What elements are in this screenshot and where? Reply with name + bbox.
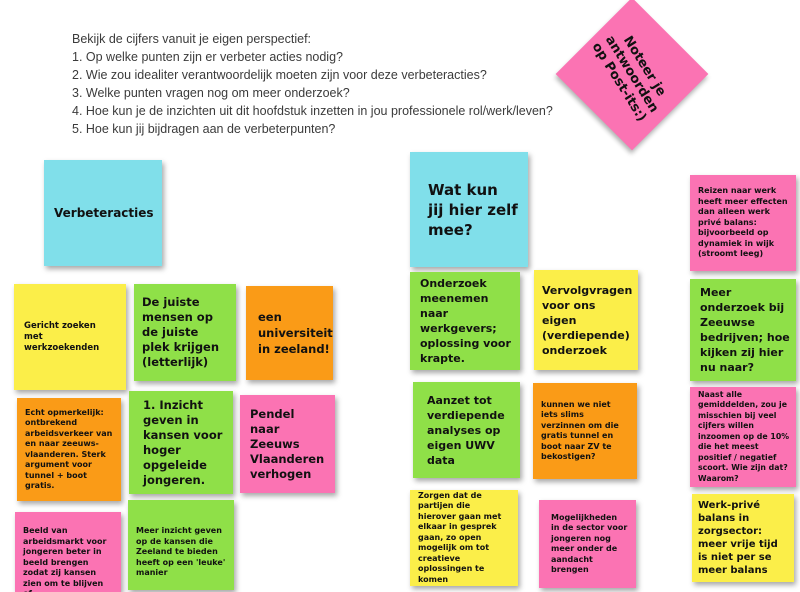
sticky-note-text: Gericht zoeken met werkzoekenden bbox=[24, 320, 100, 353]
sticky-note-text: Echt opmerkelijk: ontbrekend arbeidsverk… bbox=[25, 407, 113, 491]
question-2: 2. Wie zou idealiter verantwoordelijk mo… bbox=[72, 68, 487, 82]
sticky-note[interactable]: 1. Inzicht geven in kansen voor hoger op… bbox=[129, 391, 233, 494]
sticky-note[interactable]: Werk-privé balans in zorgsector: meer vr… bbox=[692, 494, 794, 582]
sticky-note[interactable]: Mogelijkheden in de sector voor jongeren… bbox=[539, 500, 636, 588]
sticky-note-text: Vervolgvragen voor ons eigen (verdiepend… bbox=[542, 283, 633, 357]
sticky-note[interactable]: een universiteit in zeeland! bbox=[246, 286, 333, 380]
sticky-note[interactable]: Onderzoek meenemen naar werkgevers; oplo… bbox=[410, 272, 520, 370]
sticky-note-text: Zorgen dat de partijen die hierover gaan… bbox=[418, 490, 502, 584]
sticky-note[interactable]: Zorgen dat de partijen die hierover gaan… bbox=[410, 490, 518, 586]
sticky-note[interactable]: Vervolgvragen voor ons eigen (verdiepend… bbox=[534, 270, 638, 370]
instructions: Bekijk de cijfers vanuit je eigen perspe… bbox=[72, 30, 553, 138]
sticky-note-text: De juiste mensen op de juiste plek krijg… bbox=[142, 295, 220, 369]
sticky-note[interactable]: Echt opmerkelijk: ontbrekend arbeidsverk… bbox=[17, 398, 121, 501]
sticky-note-text: 1. Inzicht geven in kansen voor hoger op… bbox=[143, 397, 223, 487]
rotated-sticky-note-text: Noteer je antwoorden op Post-its:) bbox=[589, 32, 670, 125]
sticky-note[interactable]: Beeld van arbeidsmarkt voor jongeren bet… bbox=[15, 512, 121, 592]
question-1: 1. Op welke punten zijn er verbeter acti… bbox=[72, 50, 343, 64]
instructions-heading: Bekijk de cijfers vanuit je eigen perspe… bbox=[72, 32, 312, 46]
question-5: 5. Hoe kun jij bijdragen aan de verbeter… bbox=[72, 122, 336, 136]
sticky-note-verbeteracties-header[interactable]: Verbeteracties bbox=[44, 160, 162, 266]
question-4: 4. Hoe kun je de inzichten uit dit hoofd… bbox=[72, 104, 553, 118]
sticky-note[interactable]: Pendel naar Zeeuws Vlaanderen verhogen bbox=[240, 395, 335, 493]
sticky-note[interactable]: De juiste mensen op de juiste plek krijg… bbox=[134, 284, 236, 381]
sticky-note[interactable]: Gericht zoeken met werkzoekenden bbox=[14, 284, 126, 390]
sticky-note-text: Naast alle gemiddelden, zou je misschien… bbox=[698, 389, 790, 483]
sticky-note[interactable]: Reizen naar werk heeft meer effecten dan… bbox=[690, 175, 796, 271]
sticky-note-text: Onderzoek meenemen naar werkgevers; oplo… bbox=[420, 277, 511, 365]
sticky-note[interactable]: Meer onderzoek bij Zeeuwse bedrijven; ho… bbox=[690, 279, 796, 381]
sticky-note-text: een universiteit in zeeland! bbox=[258, 310, 333, 356]
sticky-note-text: Meer inzicht geven op de kansen die Zeel… bbox=[136, 526, 226, 577]
sticky-note-text: Werk-privé balans in zorgsector: meer vr… bbox=[698, 500, 778, 576]
sticky-note-text: Pendel naar Zeeuws Vlaanderen verhogen bbox=[250, 406, 325, 481]
sticky-note-text: Mogelijkheden in de sector voor jongeren… bbox=[551, 512, 628, 575]
sticky-note-text: Reizen naar werk heeft meer effecten dan… bbox=[698, 186, 788, 259]
sticky-note-zelf-mee-header[interactable]: Wat kun jij hier zelf mee? bbox=[410, 152, 528, 267]
sticky-note-text: Meer onderzoek bij Zeeuwse bedrijven; ho… bbox=[700, 286, 790, 374]
sticky-note-text: Wat kun jij hier zelf mee? bbox=[428, 180, 518, 239]
sticky-note[interactable]: kunnen we niet iets slims verzinnen om d… bbox=[533, 383, 637, 479]
sticky-note-text: Verbeteracties bbox=[54, 206, 154, 220]
sticky-note-text: kunnen we niet iets slims verzinnen om d… bbox=[541, 399, 619, 462]
sticky-note[interactable]: Naast alle gemiddelden, zou je misschien… bbox=[690, 387, 796, 487]
sticky-note[interactable]: Aanzet tot verdiepende analyses op eigen… bbox=[413, 382, 520, 478]
sticky-note-text: Aanzet tot verdiepende analyses op eigen… bbox=[427, 393, 505, 467]
question-3: 3. Welke punten vragen nog om meer onder… bbox=[72, 86, 350, 100]
sticky-note-text: Beeld van arbeidsmarkt voor jongeren bet… bbox=[23, 526, 107, 592]
sticky-note[interactable]: Meer inzicht geven op de kansen die Zeel… bbox=[128, 500, 234, 590]
